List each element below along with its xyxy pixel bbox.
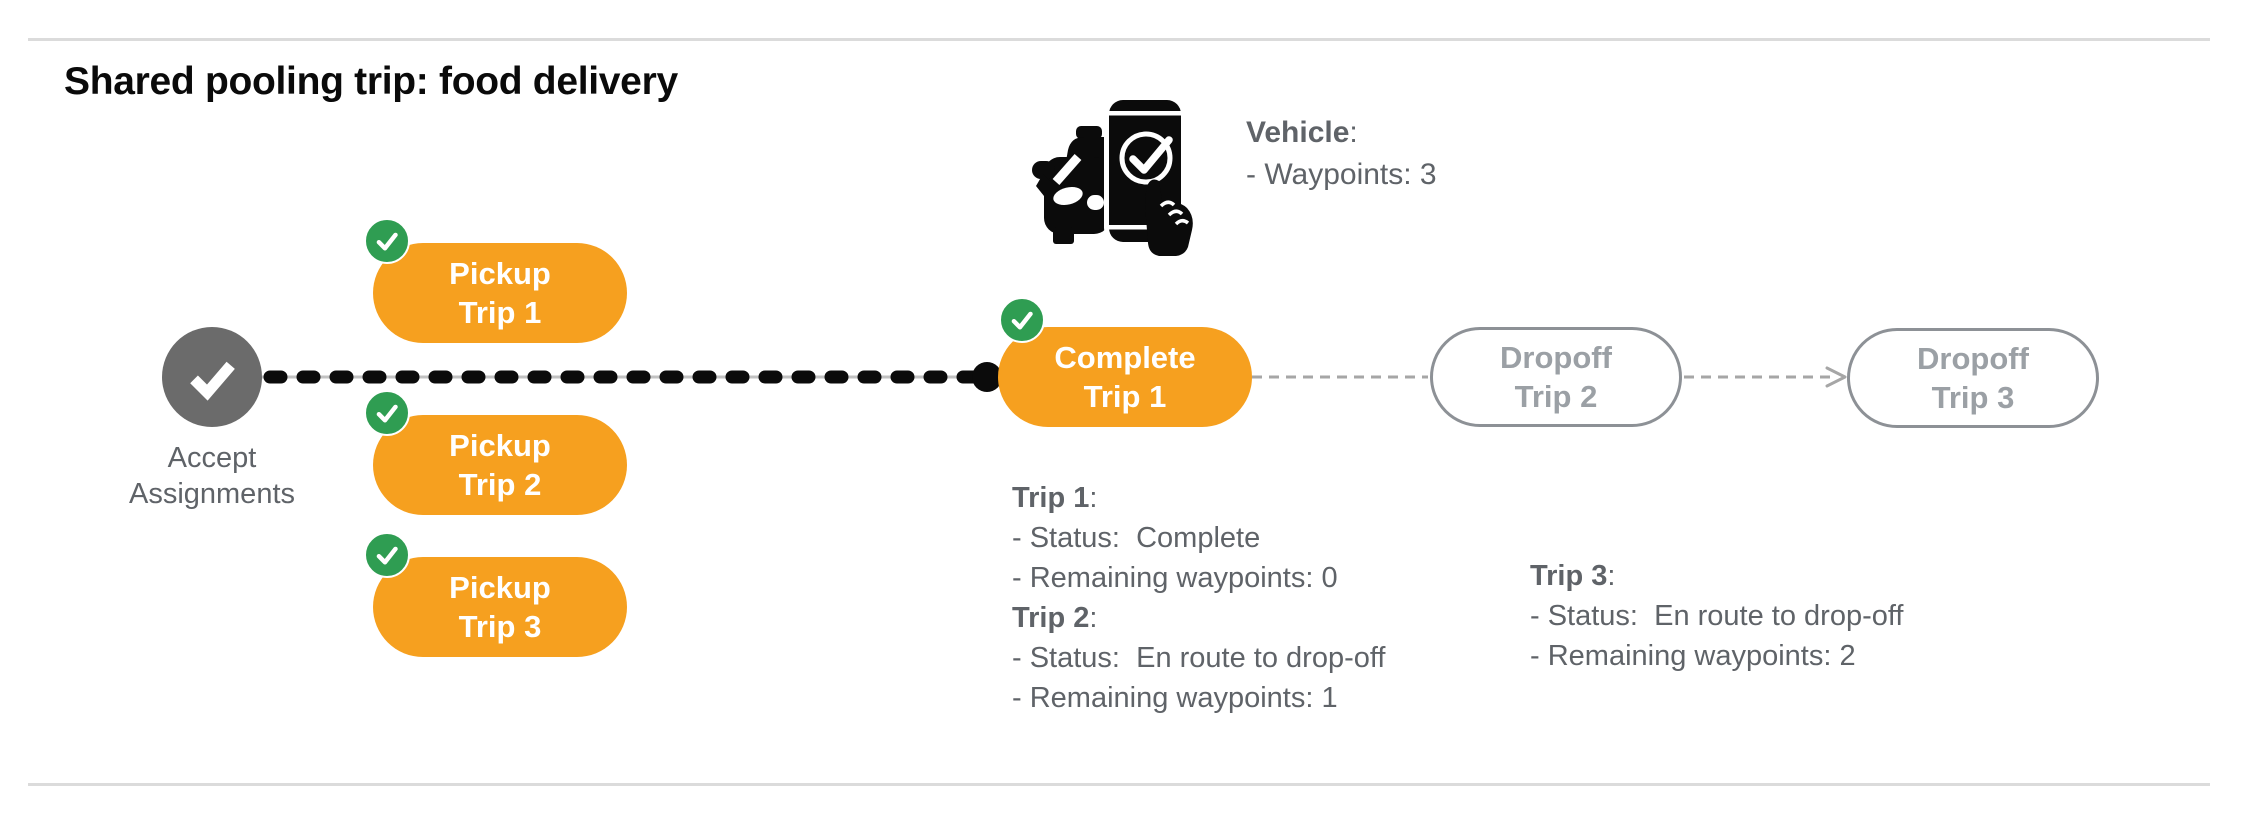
- trip-status-block-1: Trip 1: - Status: Complete - Remaining w…: [1012, 482, 1386, 714]
- diagram-title: Shared pooling trip: food delivery: [64, 60, 678, 103]
- complete-trip-1-node: Complete Trip 1: [998, 297, 1252, 427]
- vehicle-info: Vehicle: - Waypoints: 3: [1246, 112, 1437, 196]
- dropoff-trip-3-node: Dropoff Trip 3: [1847, 328, 2099, 428]
- pickup-trip-3-node: Pickup Trip 3: [364, 532, 627, 657]
- check-circle-icon: [364, 532, 410, 578]
- accept-assignments-node: [162, 327, 262, 427]
- check-icon: [190, 361, 235, 401]
- pickup-trip-2-node: Pickup Trip 2: [364, 390, 627, 515]
- accept-assignments-label: Accept Assignments: [128, 442, 295, 510]
- node-label: Pickup Trip 3: [449, 570, 551, 644]
- check-circle-icon: [364, 390, 410, 436]
- node-label: Dropoff Trip 2: [1500, 340, 1612, 414]
- node-label: Pickup Trip 1: [449, 256, 551, 330]
- bottom-divider: [28, 783, 2210, 786]
- dropoff-trip-2-node: Dropoff Trip 2: [1430, 327, 1682, 427]
- node-label: Complete Trip 1: [1054, 340, 1196, 414]
- pickup-trip-1-node: Pickup Trip 1: [364, 218, 627, 343]
- check-circle-icon: [364, 218, 410, 264]
- vehicle-label: Vehicle:: [1246, 116, 1358, 149]
- car-phone-check-icon: [1030, 96, 1196, 258]
- node-label: Pickup Trip 2: [449, 428, 551, 502]
- node-label: Dropoff Trip 3: [1917, 341, 2029, 415]
- arrowhead-icon: [1825, 366, 1847, 388]
- trip-status-block-2: Trip 3: - Status: En route to drop-off -…: [1530, 560, 1904, 672]
- vehicle-waypoints: - Waypoints: 3: [1246, 158, 1437, 191]
- top-divider: [28, 38, 2210, 41]
- check-circle-icon: [999, 297, 1045, 343]
